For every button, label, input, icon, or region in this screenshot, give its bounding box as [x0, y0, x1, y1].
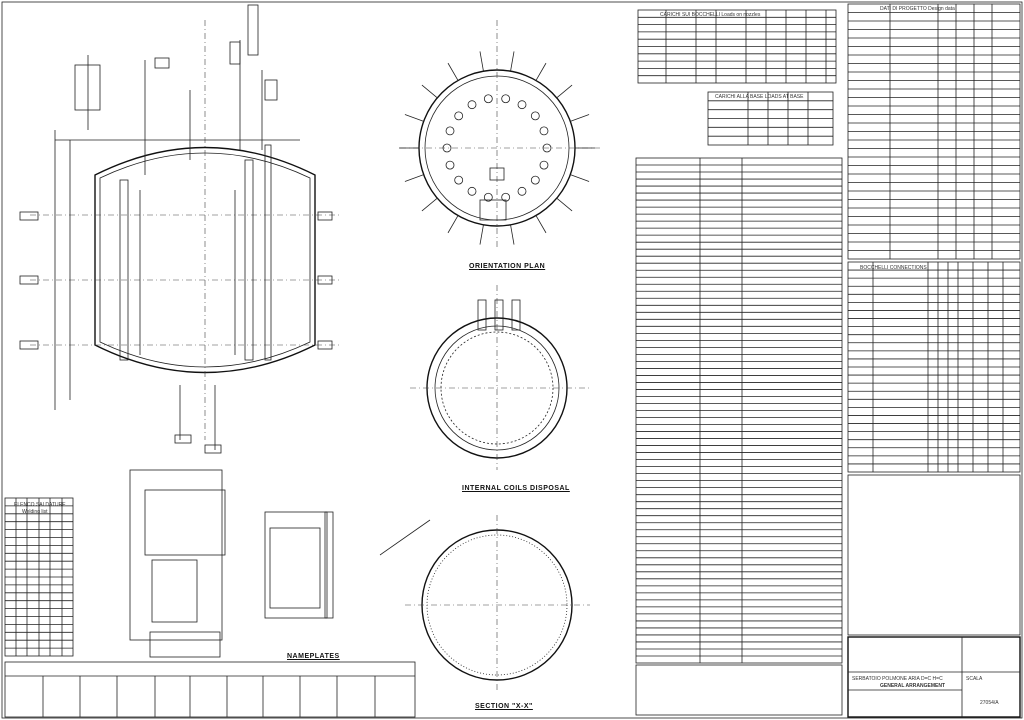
grid-line	[570, 174, 590, 182]
orientation-plan-label: ORIENTATION PLAN	[469, 263, 546, 270]
grid-line	[421, 84, 438, 99]
nozzle-opening	[445, 126, 455, 136]
support-loads-title: CARICHI ALLA BASE LOADS AT BASE	[715, 94, 804, 100]
nozzle-list-table	[635, 157, 843, 716]
nozzle-opening	[467, 186, 477, 196]
grid-line	[479, 51, 484, 72]
weld-table-title: ELENCO SALDATURE	[14, 502, 66, 508]
nozzle-opening	[539, 126, 549, 136]
grid-line	[421, 197, 438, 212]
nozzle-loads-title: CARICHI SUI BOCCHELLI Loads on nozzles	[660, 12, 761, 18]
nozzle-opening	[445, 160, 455, 170]
grid-line	[535, 62, 547, 81]
nozzle-opening	[442, 143, 452, 153]
grid-line	[556, 197, 573, 212]
nozzle-opening	[454, 175, 464, 185]
weld-list-table	[4, 497, 74, 657]
nozzle-opening	[483, 192, 493, 202]
nozzle-opening	[483, 94, 493, 104]
nozzle-loads-table	[637, 9, 837, 146]
nozzle-opening	[517, 100, 527, 110]
weld-details-strip	[4, 661, 416, 718]
drawing-number: 27054/A	[980, 700, 999, 706]
section-view	[379, 515, 590, 690]
drawing-title-2: GENERAL ARRANGEMENT	[880, 683, 946, 689]
section-label: SECTION "X-X"	[475, 703, 533, 710]
grid-line	[447, 62, 459, 81]
design-data-title: DATI DI PROGETTO Design data	[880, 6, 955, 12]
design-data-table	[847, 3, 1021, 636]
nozzle-opening	[501, 94, 511, 104]
orientation-plan-view	[399, 20, 600, 250]
nozzle-opening	[517, 186, 527, 196]
connections-title: BOCCHELLI CONNECTIONS	[860, 265, 927, 271]
weld-table-subtitle: Welding list	[22, 509, 48, 515]
internal-coils-label: INTERNAL COILS DISPOSAL	[462, 485, 570, 492]
nozzle-opening	[530, 111, 540, 121]
grid-line	[447, 215, 459, 234]
nozzle-opening	[454, 111, 464, 121]
nozzle-opening	[542, 143, 552, 153]
grid-line	[510, 51, 515, 72]
drawing-title-1: SERBATOIO POLMONE ARIA D=C H=C	[852, 676, 943, 682]
nozzle-opening	[467, 100, 477, 110]
vessel-elevation	[19, 4, 340, 454]
nozzle-opening	[539, 160, 549, 170]
grid-line	[556, 84, 573, 99]
scale-label: SCALA	[966, 676, 983, 682]
grid-line	[535, 215, 547, 234]
data-plate	[129, 469, 226, 658]
grid-line	[479, 224, 484, 245]
grid-line	[404, 174, 424, 182]
title-block	[847, 636, 1021, 718]
nameplates-label: NAMEPLATES	[287, 653, 340, 660]
internal-coils-view	[410, 285, 590, 470]
nozzle-opening	[530, 175, 540, 185]
grid-line	[510, 224, 515, 245]
nameplate-drawing	[264, 511, 334, 619]
grid-line	[404, 114, 424, 122]
grid-line	[570, 114, 590, 122]
